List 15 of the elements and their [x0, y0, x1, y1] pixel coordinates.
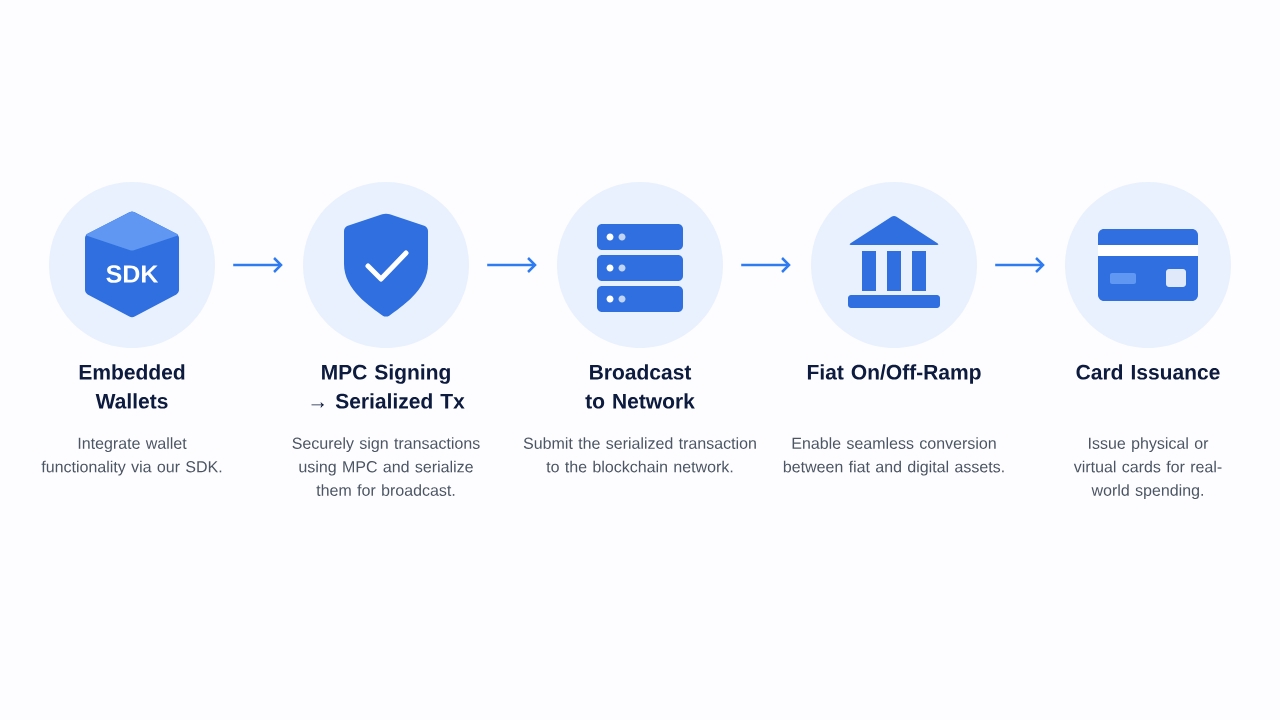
- step-description: Integrate wallet functionality via our SDK.: [41, 437, 222, 476]
- step-description: Securely sign transactions using MPC and serialize them for broadcast.: [292, 437, 480, 496]
- step-description: Enable seamless conversion between fiat and digital assets.: [783, 437, 1004, 476]
- step-description: Submit the serialized transaction to the blockchain network.: [523, 437, 756, 473]
- step-title: Broadcast to Network: [585, 364, 695, 409]
- arrow: [487, 257, 537, 273]
- icon-label: SDK: [106, 265, 159, 283]
- arrow: [741, 257, 791, 273]
- step-title: Card Issuance: [1076, 364, 1220, 380]
- arrow: [233, 257, 283, 273]
- arrow: [995, 257, 1045, 273]
- step-title: Fiat On/Off-Ramp: [807, 364, 981, 384]
- step-title: MPC Signing → Serialized Tx: [311, 364, 465, 409]
- step-description: Issue physical or virtual cards for real-world spending.: [1073, 437, 1222, 500]
- step-title: Embedded Wallets: [79, 364, 185, 409]
